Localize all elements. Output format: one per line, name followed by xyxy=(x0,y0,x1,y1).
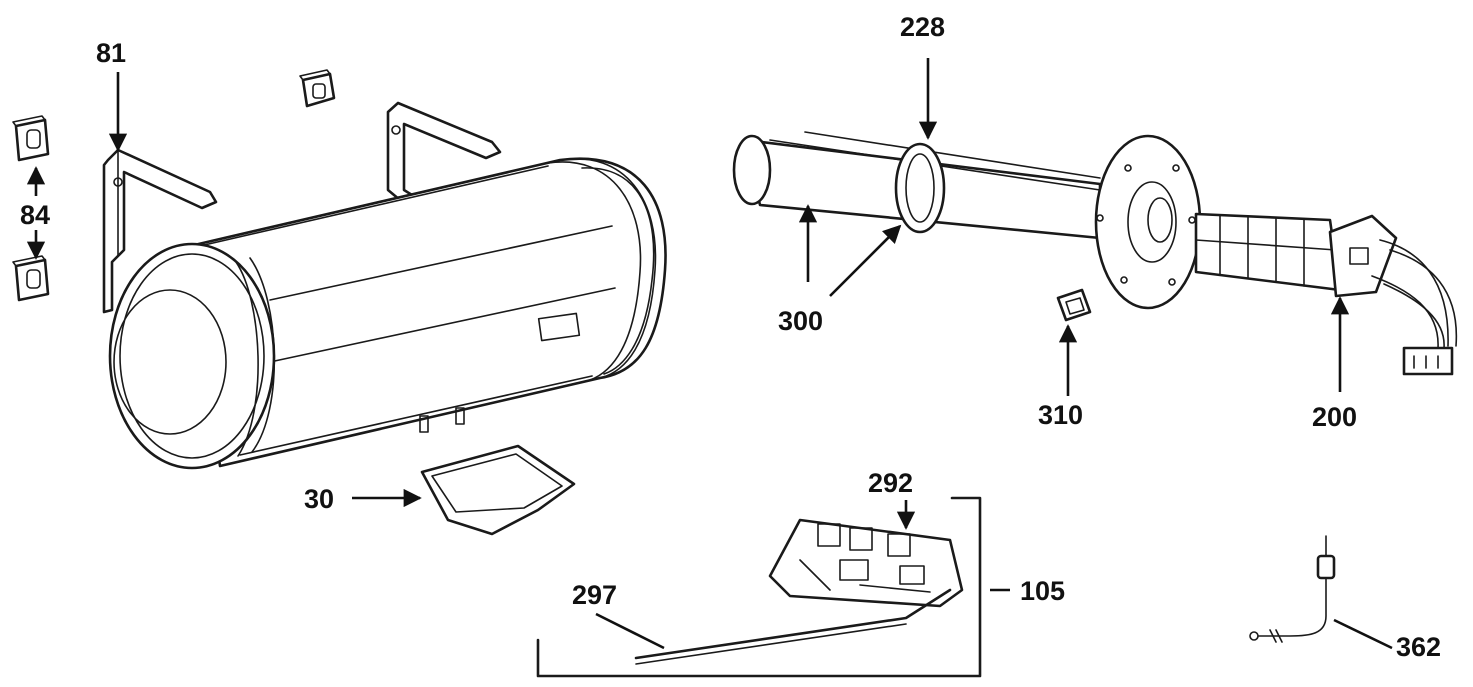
clip-84-upper xyxy=(12,115,50,162)
control-board-assembly xyxy=(536,496,982,678)
water-tank xyxy=(102,101,667,470)
label-310: 310 xyxy=(1038,400,1083,430)
mounting-bracket-left xyxy=(102,148,218,314)
clip-top-loose xyxy=(299,69,336,108)
clip-310 xyxy=(1056,288,1092,322)
label-297: 297 xyxy=(572,580,617,610)
label-30: 30 xyxy=(304,484,334,514)
label-84: 84 xyxy=(20,200,50,230)
label-200: 200 xyxy=(1312,402,1357,432)
drip-tray xyxy=(420,444,576,536)
mounting-bracket-right xyxy=(386,101,502,202)
clip-84-lower xyxy=(12,255,50,302)
label-228: 228 xyxy=(900,12,945,42)
label-105: 105 xyxy=(1020,576,1065,606)
label-292: 292 xyxy=(868,468,913,498)
label-81: 81 xyxy=(96,38,126,68)
part-labels: 81 84 30 228 300 310 200 292 297 105 362 xyxy=(20,12,1441,662)
heating-element-assembly xyxy=(732,131,1458,376)
label-300: 300 xyxy=(778,306,823,336)
leader-arrows xyxy=(26,58,1393,650)
label-362: 362 xyxy=(1396,632,1441,662)
wire-362 xyxy=(1249,535,1336,643)
